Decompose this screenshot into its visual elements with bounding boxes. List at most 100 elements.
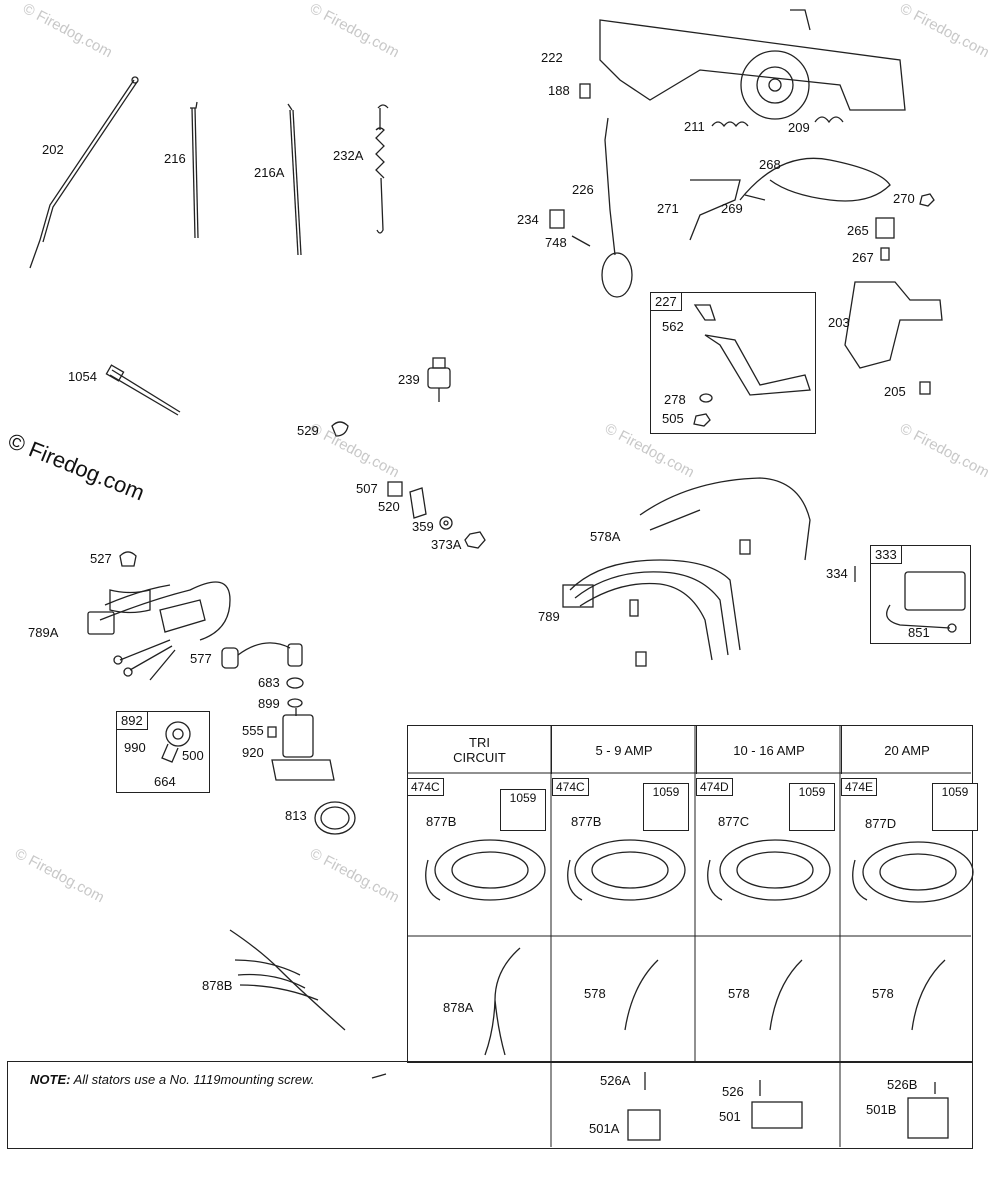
part-label-520: 520 (378, 499, 400, 514)
part-label-239: 239 (398, 372, 420, 387)
harness-789 (562, 477, 811, 667)
rod-216A (287, 103, 302, 256)
screw-267 (880, 247, 890, 261)
part-label-664: 664 (154, 774, 176, 789)
solenoid-920 (271, 708, 335, 781)
part-label-334: 334 (826, 566, 848, 581)
rod-202 (29, 76, 139, 269)
part-label-268: 268 (759, 157, 781, 172)
part-label-501A: 501A (589, 1121, 620, 1136)
stator-kit-474C: 474C (552, 778, 589, 796)
table-header-tri-circuit: TRI CIRCUIT (408, 726, 552, 774)
part-label-683: 683 (258, 675, 280, 690)
part-label-505: 505 (662, 411, 684, 426)
bracket-203 (844, 281, 943, 369)
rod-216 (190, 101, 199, 239)
part-label-851: 851 (908, 625, 930, 640)
stator-2 (567, 839, 686, 901)
part-label-577: 577 (190, 651, 212, 666)
screw-kit-label: 1059 (509, 791, 537, 805)
spring-232A (375, 104, 389, 234)
coil-box-333: 333 (870, 545, 971, 644)
part-label-203: 203 (828, 315, 850, 330)
part-label-216: 216 (164, 151, 186, 166)
rod-226 (601, 117, 633, 298)
part-label-920: 920 (242, 745, 264, 760)
part-label-271: 271 (657, 201, 679, 216)
stator-table-grid (407, 725, 971, 1147)
note-label: NOTE: (30, 1072, 71, 1087)
bracket-222 (599, 9, 906, 120)
screw-kit-label: 1059 (798, 785, 826, 799)
stator-kit-474E: 474E (841, 778, 878, 796)
part-label-501B: 501B (866, 1102, 897, 1117)
part-label-789: 789 (538, 609, 560, 624)
part-label-267: 267 (852, 250, 874, 265)
wire-label-578: 578 (584, 986, 606, 1001)
part-507 (387, 481, 403, 497)
screw-kit-1059: 1059 (789, 783, 835, 831)
wire-578-3 (911, 959, 946, 1031)
part-label-202: 202 (42, 142, 64, 157)
keyswitch-box-892: 892 (116, 711, 210, 793)
wire-label-578: 578 (872, 986, 894, 1001)
part-label-501: 501 (719, 1109, 741, 1124)
stator-4 (852, 841, 974, 903)
cable-577 (221, 642, 303, 669)
bracket-520 (409, 487, 427, 519)
part-label-529: 529 (297, 423, 319, 438)
harness-789A (87, 581, 231, 681)
screw-kit-label: 1059 (652, 785, 680, 799)
clip-265 (875, 217, 895, 239)
note-screw-icon (371, 1073, 387, 1079)
part-label-526B: 526B (887, 1077, 918, 1092)
screw-kit-1059: 1059 (932, 783, 978, 831)
part-label-526: 526 (722, 1084, 744, 1099)
nut-270 (919, 193, 935, 207)
screw-kit-1059: 1059 (643, 783, 689, 831)
part-label-562: 562 (662, 319, 684, 334)
part-label-216A: 216A (254, 165, 285, 180)
note-box: NOTE: All stators use a No. 1119mounting… (7, 1061, 973, 1149)
governor-box-227: 227 (650, 292, 816, 434)
clamp-527 (119, 551, 137, 567)
wire-878B (229, 929, 346, 1031)
stator-1 (425, 839, 546, 901)
washer-899 (287, 698, 303, 708)
wire-578-1 (624, 959, 659, 1031)
washer-359 (439, 516, 453, 530)
part-label-373A: 373A (431, 537, 462, 552)
lever-271 (689, 179, 741, 241)
wire-578-2 (769, 959, 803, 1031)
part-label-234: 234 (517, 212, 539, 227)
part-label-278: 278 (664, 392, 686, 407)
part-label-527: 527 (90, 551, 112, 566)
table-header-5-9-amp: 5 - 9 AMP (552, 726, 697, 774)
part-label-270: 270 (893, 191, 915, 206)
cable-268 (739, 157, 891, 202)
part-label-226: 226 (572, 182, 594, 197)
regulator-501 (751, 1101, 803, 1129)
part-269 (744, 194, 766, 201)
note-text: NOTE: All stators use a No. 1119mounting… (30, 1072, 314, 1087)
bolt-188 (579, 83, 591, 99)
regulator-501B (907, 1097, 949, 1139)
box-number-227: 227 (651, 293, 682, 311)
part-label-222: 222 (541, 50, 563, 65)
part-label-359: 359 (412, 519, 434, 534)
part-label-578A: 578A (590, 529, 621, 544)
spring-211 (711, 121, 749, 128)
part-label-209: 209 (788, 120, 810, 135)
part-label-526A: 526A (600, 1073, 631, 1088)
part-label-507: 507 (356, 481, 378, 496)
keyswitch-892-art (161, 721, 191, 763)
part-label-748: 748 (545, 235, 567, 250)
nut-373A (464, 531, 486, 549)
screw-kit-1059: 1059 (500, 789, 546, 831)
part-label-188: 188 (548, 83, 570, 98)
box-number-333: 333 (871, 546, 902, 564)
part-label-232A: 232A (333, 148, 364, 163)
stator-kit-474C: 474C (407, 778, 444, 796)
stator-table: TRI CIRCUIT 5 - 9 AMP 10 - 16 AMP 20 AMP (407, 725, 973, 1063)
